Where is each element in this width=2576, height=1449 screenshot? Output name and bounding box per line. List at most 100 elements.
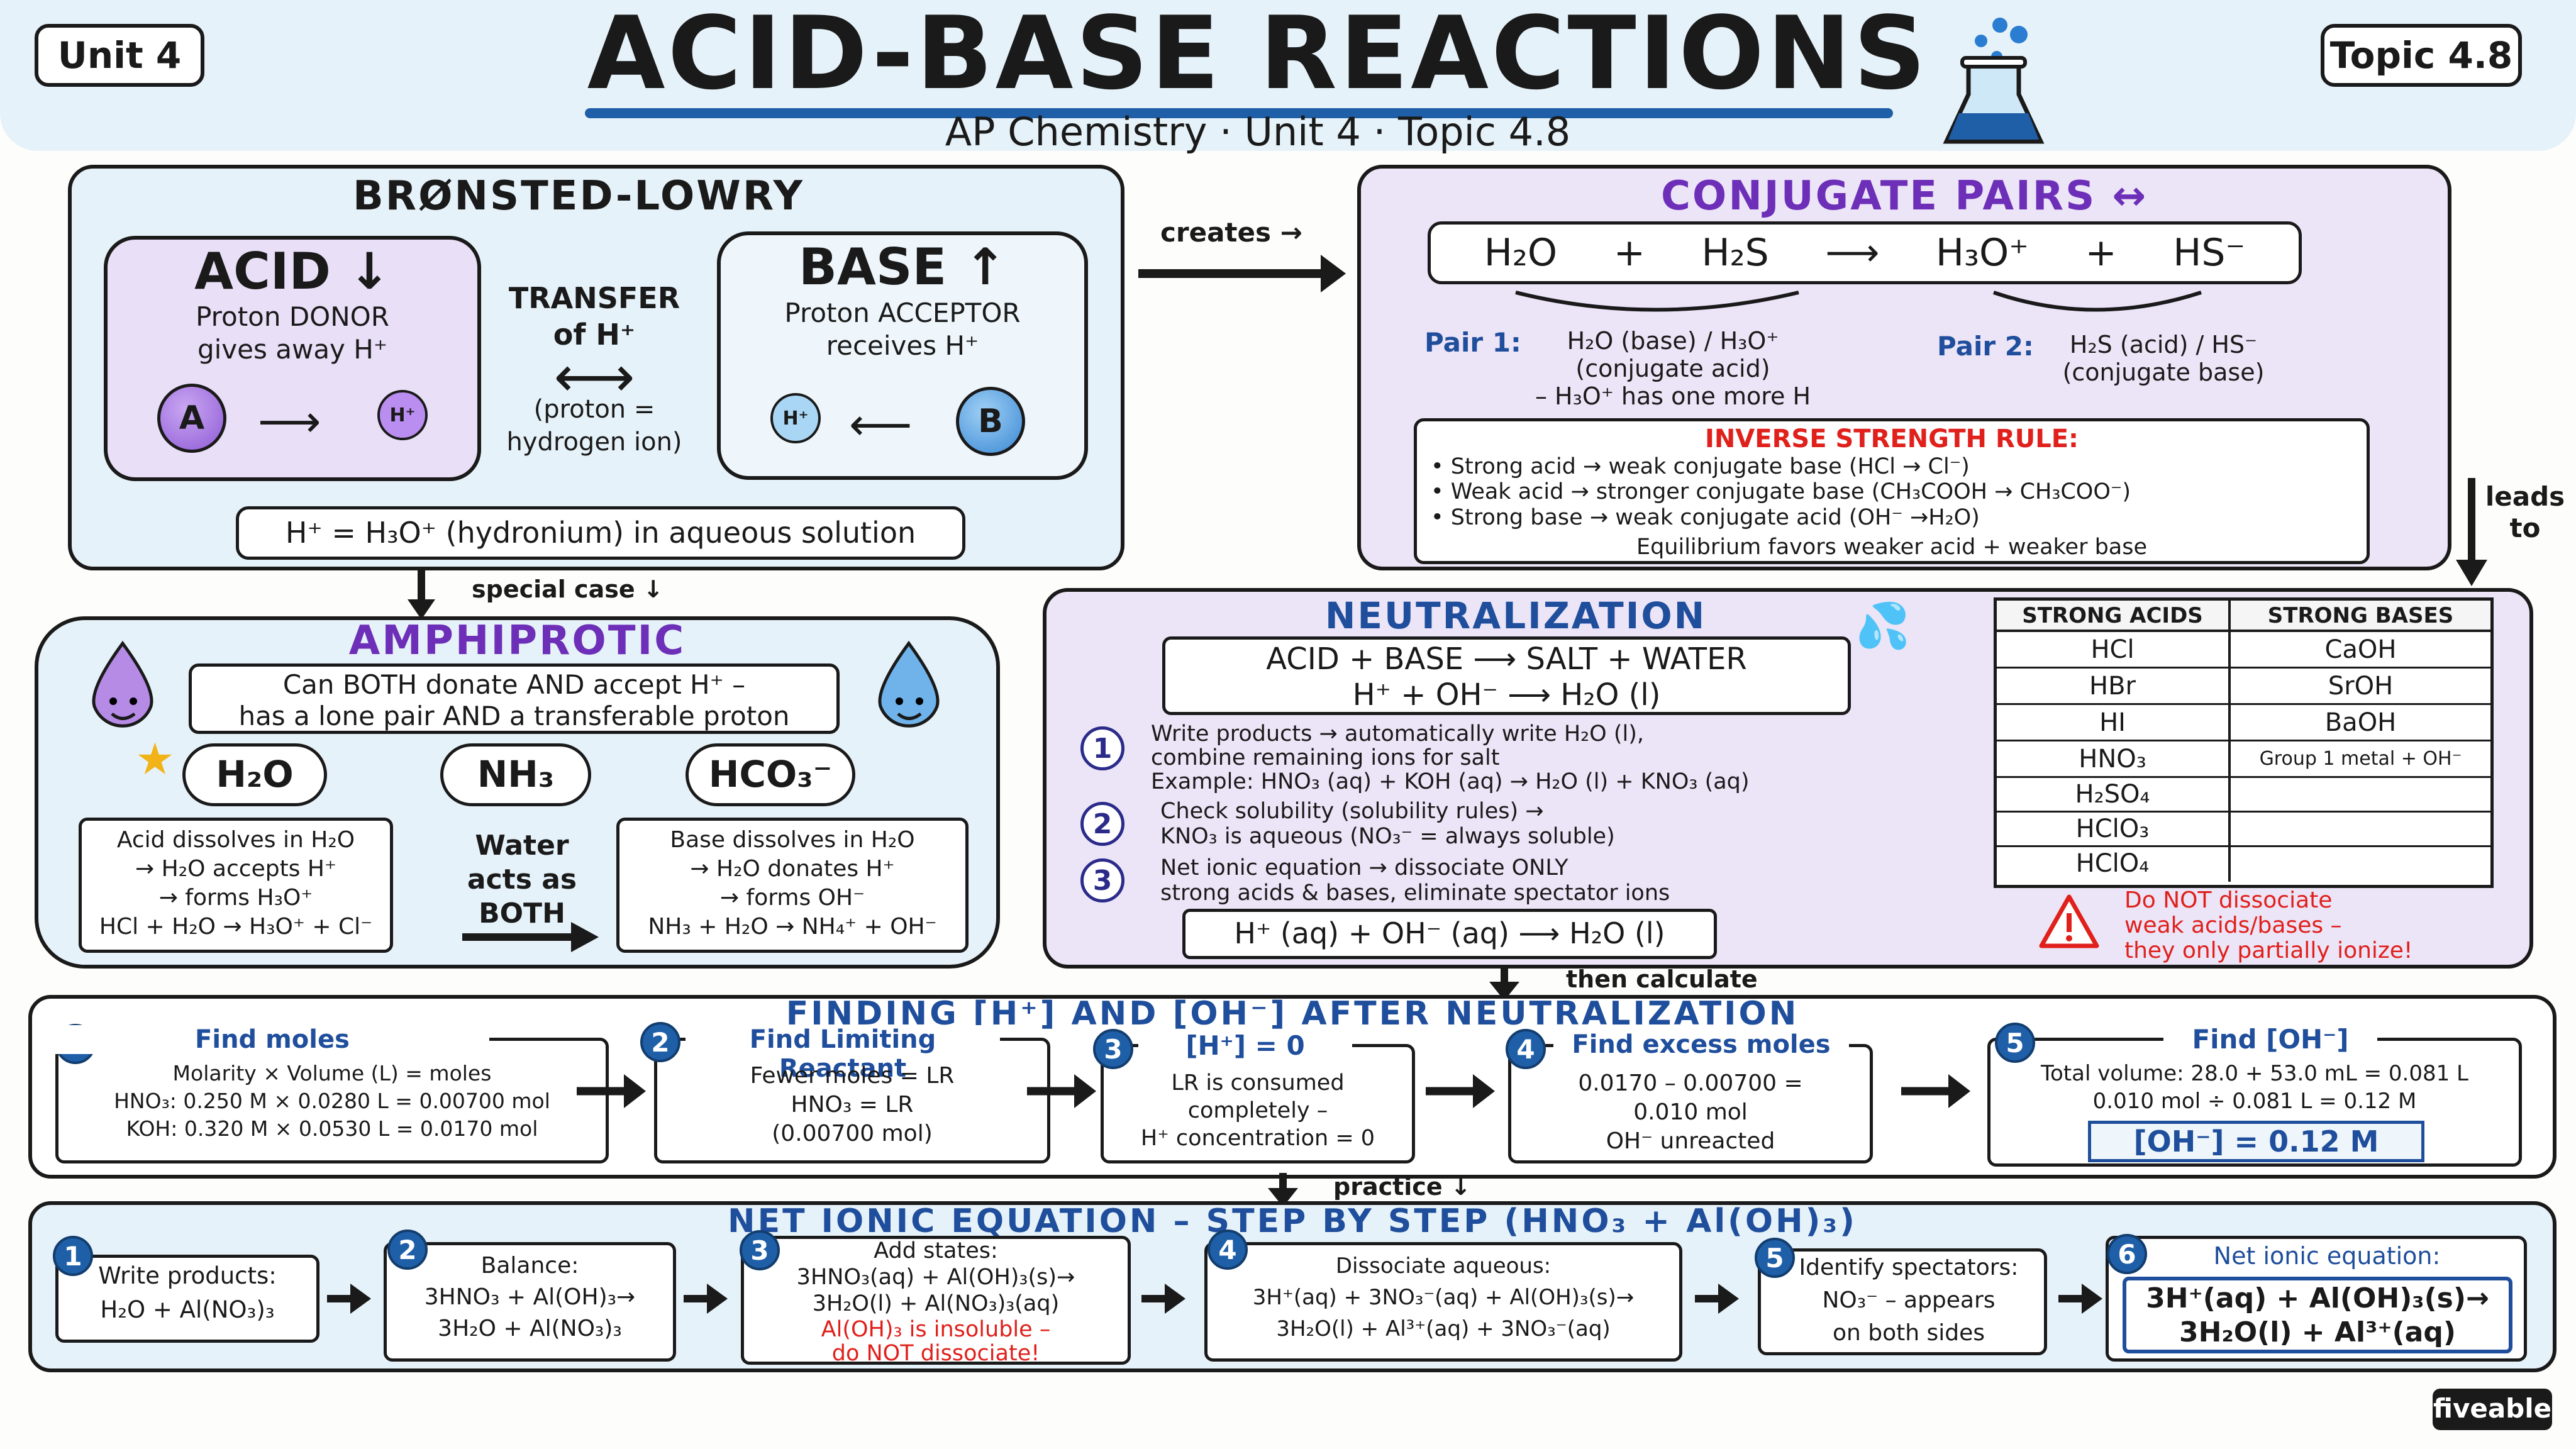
finding-step-body: Molarity × Volume (L) = moles HNO₃: 0.25…: [114, 1061, 550, 1141]
flow-arrow: [1901, 1074, 1970, 1108]
net-step-number: 4: [1208, 1230, 1248, 1270]
finding-step-label: [H⁺] = 0: [1138, 1030, 1352, 1061]
oh-result: [OH⁻] = 0.12 M: [2088, 1121, 2424, 1162]
neut-step-1-number: 1: [1080, 726, 1124, 770]
finding-step-number: 4: [1506, 1029, 1546, 1069]
table-cell: BaOH: [2324, 708, 2397, 737]
unit-badge: Unit 4: [35, 24, 204, 87]
pair1-text: H₂O (base) / H₃O⁺ (conjugate acid) – H₃O…: [1535, 327, 1811, 410]
table-header: STRONG BASES: [2267, 603, 2454, 628]
table-cell: [2231, 778, 2490, 811]
arrow-right-icon: ⟶: [258, 396, 321, 447]
net-step-number: 3: [740, 1230, 780, 1270]
warning-text: Do NOT dissociate weak acids/bases – the…: [2124, 887, 2413, 963]
hplus-ion-base: H⁺: [770, 393, 821, 443]
neut-step-2: Check solubility (solubility rules) → KN…: [1160, 799, 1615, 849]
finding-step-number: 3: [1093, 1029, 1133, 1069]
warning-icon: [2039, 894, 2099, 948]
practice-arrow: [1268, 1173, 1298, 1207]
table-cell: HBr: [1997, 669, 2231, 703]
table-cell: HClO₃: [1997, 813, 2231, 845]
table-cell: HNO₃: [1997, 741, 2231, 776]
acid-dissolves-box: Acid dissolves in H₂O → H₂O accepts H⁺ →…: [79, 818, 393, 953]
general-equation: ACID + BASE ⟶ SALT + WATER: [1266, 641, 1747, 677]
rule-footer: Equilibrium favors weaker acid + weaker …: [1636, 535, 2148, 560]
net-step-warning: Al(OH)₃ is insoluble – do NOT dissociate…: [821, 1317, 1051, 1366]
net-step-body: Net ionic equation:: [2213, 1242, 2441, 1270]
neut-step-3: Net ionic equation → dissociate ONLY str…: [1160, 855, 1670, 906]
leads-to-arrow: [2456, 478, 2487, 586]
conjugate-equation: H₂O + H₂S ⟶ H₃O⁺ + HS⁻: [1428, 221, 2302, 284]
eq-term: H₂O: [1484, 231, 1558, 275]
water-arrow: [462, 922, 599, 952]
table-cell: [2231, 847, 2490, 882]
eq-term: +: [2085, 231, 2117, 275]
acid-title: ACID ↓: [194, 242, 391, 301]
acid-molecule: A: [157, 384, 226, 453]
blue-drop-icon: [878, 640, 940, 728]
pair-brackets: [1515, 291, 2202, 312]
base-dissolves-box: Base dissolves in H₂O → H₂O donates H⁺ →…: [616, 818, 969, 953]
finding-step-3: [1101, 1044, 1415, 1163]
flow-arrow: [327, 1284, 371, 1314]
neutralization-title: NEUTRALIZATION: [1324, 594, 1707, 637]
finding-step-body: LR is consumed completely – H⁺ concentra…: [1140, 1070, 1375, 1151]
table-cell: [2231, 813, 2490, 845]
page-title: ACID-BASE REACTIONS: [587, 0, 1929, 112]
table-cell: H₂SO₄: [1997, 778, 2231, 811]
neutralization-equation: ACID + BASE ⟶ SALT + WATER H⁺ + OH⁻ ⟶ H₂…: [1162, 636, 1851, 715]
net-step-number: 2: [387, 1230, 428, 1270]
table-row: HClO₃: [1997, 813, 2490, 847]
neut-step-2-number: 2: [1080, 802, 1124, 846]
species-h2o: H₂O: [182, 743, 327, 806]
page-subtitle: AP Chemistry · Unit 4 · Topic 4.8: [945, 109, 1571, 155]
net-ionic-title: NET IONIC EQUATION – STEP BY STEP (HNO₃ …: [728, 1202, 1857, 1240]
special-case-label: special case ↓: [472, 575, 663, 603]
finding-step-body: 0.0170 – 0.00700 = 0.010 mol OH⁻ unreact…: [1578, 1070, 1803, 1154]
ionic-equation: H⁺ + OH⁻ ⟶ H₂O (l): [1352, 677, 1661, 713]
table-cell: HI: [1997, 705, 2231, 740]
table-cell: SrOH: [2328, 672, 2394, 701]
table-row: HI BaOH: [1997, 705, 2490, 741]
header-band: [0, 0, 2576, 151]
table-cell: HCl: [1997, 632, 2231, 667]
splash-icon: 💦: [1855, 600, 1911, 652]
pair2-text: H₂S (acid) / HS⁻ (conjugate base): [2062, 331, 2265, 386]
acid-description: Proton DONOR gives away H⁺: [196, 301, 389, 365]
fiveable-logo: fiveable: [2433, 1389, 2552, 1430]
topic-badge: Topic 4.8: [2321, 24, 2522, 87]
net-step-4: [1204, 1242, 1682, 1362]
net-step-3: [741, 1236, 1131, 1365]
neut-step-1: Write products → automatically write H₂O…: [1151, 721, 1750, 794]
beaker-icon: [1943, 18, 2045, 144]
proton-note: (proton = hydrogen ion): [506, 395, 682, 457]
pair1-label: Pair 1:: [1424, 327, 1521, 358]
net-step-body: Write products: H₂O + Al(NO₃)₃: [98, 1262, 277, 1323]
net-step-body: Balance: 3HNO₃ + Al(OH)₃→ 3H₂O + Al(NO₃)…: [424, 1253, 636, 1341]
then-calculate-arrow: [1489, 965, 1519, 1001]
net-step-number: 1: [53, 1236, 93, 1276]
rule-line: • Weak acid → stronger conjugate base (C…: [1431, 479, 2131, 504]
conjugate-title: CONJUGATE PAIRS ↔: [1660, 173, 2148, 219]
arrow-left-icon: ⟵: [849, 399, 913, 450]
amphiprotic-title: AMPHIPROTIC: [348, 618, 686, 664]
net-step-5: [1758, 1248, 2047, 1355]
eq-term: ⟶: [1825, 231, 1880, 275]
species-nh3: NH₃: [440, 743, 591, 806]
flow-arrow: [1027, 1074, 1096, 1108]
then-calculate-label: then calculate: [1566, 965, 1758, 993]
inverse-strength-box: [1414, 418, 2370, 564]
bronsted-title: BRØNSTED-LOWRY: [353, 173, 804, 219]
finding-step-label: Find Limiting Reactant: [686, 1025, 1000, 1083]
table-header: STRONG ACIDS: [1997, 601, 2231, 630]
table-row: H₂SO₄: [1997, 778, 2490, 813]
eq-term: H₂S: [1701, 231, 1769, 275]
leads-to-label: leads to: [2485, 481, 2565, 543]
table-row: HBr SrOH: [1997, 669, 2490, 705]
flow-arrow: [577, 1074, 646, 1108]
eq-term: H₃O⁺: [1935, 231, 2029, 275]
net-step-number: 5: [1755, 1238, 1795, 1278]
double-arrow-icon: ⟷: [553, 344, 635, 410]
